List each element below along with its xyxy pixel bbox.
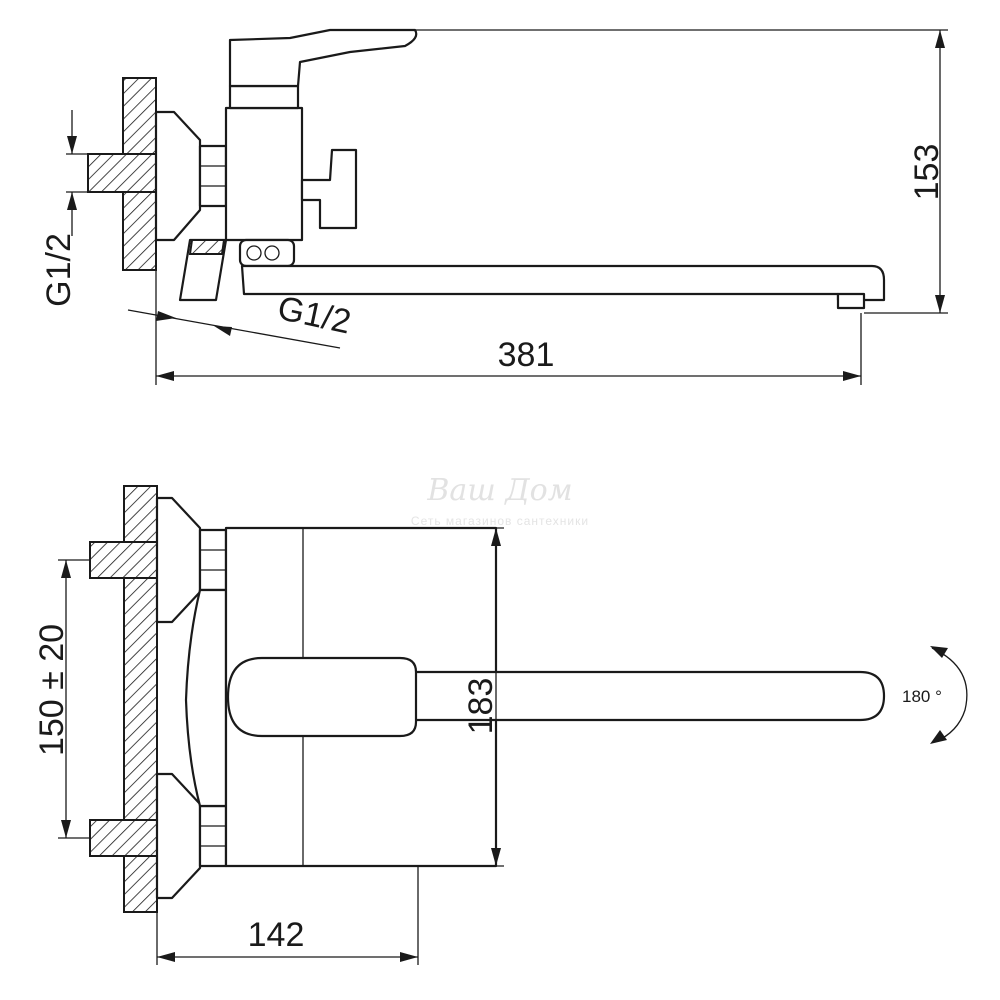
top-spacing-dimension: 150 ± 20 xyxy=(33,624,71,756)
top-depth-dimension: 142 xyxy=(248,916,305,954)
top-rotation-arc xyxy=(931,647,968,743)
side-diverter-knob xyxy=(300,148,358,230)
top-connector-arm xyxy=(184,588,228,808)
top-lever-handle xyxy=(226,656,418,738)
side-cartridge-cap xyxy=(228,84,300,110)
top-view: 183 150 ± 20 142 180 ° xyxy=(33,485,968,965)
side-length-dimension: 381 xyxy=(498,336,555,374)
top-inlet-pipe-lower xyxy=(89,819,158,857)
side-spout xyxy=(240,264,886,302)
side-lever-handle xyxy=(228,28,418,88)
side-escutcheon xyxy=(154,110,202,242)
side-view: 153 381 G1/2 G1/2 xyxy=(40,28,948,385)
top-spout xyxy=(410,670,886,722)
top-nut-lower xyxy=(198,804,228,868)
side-inlet-pipe xyxy=(87,153,157,193)
top-rotation-label: 180 ° xyxy=(902,687,942,706)
top-escutcheon-lower xyxy=(155,772,202,900)
side-nut xyxy=(198,144,228,208)
top-nut-upper xyxy=(198,528,228,592)
watermark-tagline: Сеть магазинов сантехники xyxy=(411,514,589,528)
watermark-brand: Ваш Дом xyxy=(426,473,572,508)
side-mixer-body xyxy=(224,106,304,242)
side-spout-ring xyxy=(238,238,296,268)
side-height-dimension: 153 xyxy=(908,144,946,201)
top-body-dimension: 183 xyxy=(462,678,500,735)
top-escutcheon-upper xyxy=(155,496,202,624)
side-aerator xyxy=(836,292,866,310)
side-outlet-thread-label: G1/2 xyxy=(274,289,354,341)
side-inlet-thread-label: G1/2 xyxy=(40,233,78,307)
watermark: Ваш Дом Сеть магазинов сантехники xyxy=(411,473,589,528)
side-outlet-thread xyxy=(188,239,226,255)
top-inlet-pipe-upper xyxy=(89,541,158,579)
